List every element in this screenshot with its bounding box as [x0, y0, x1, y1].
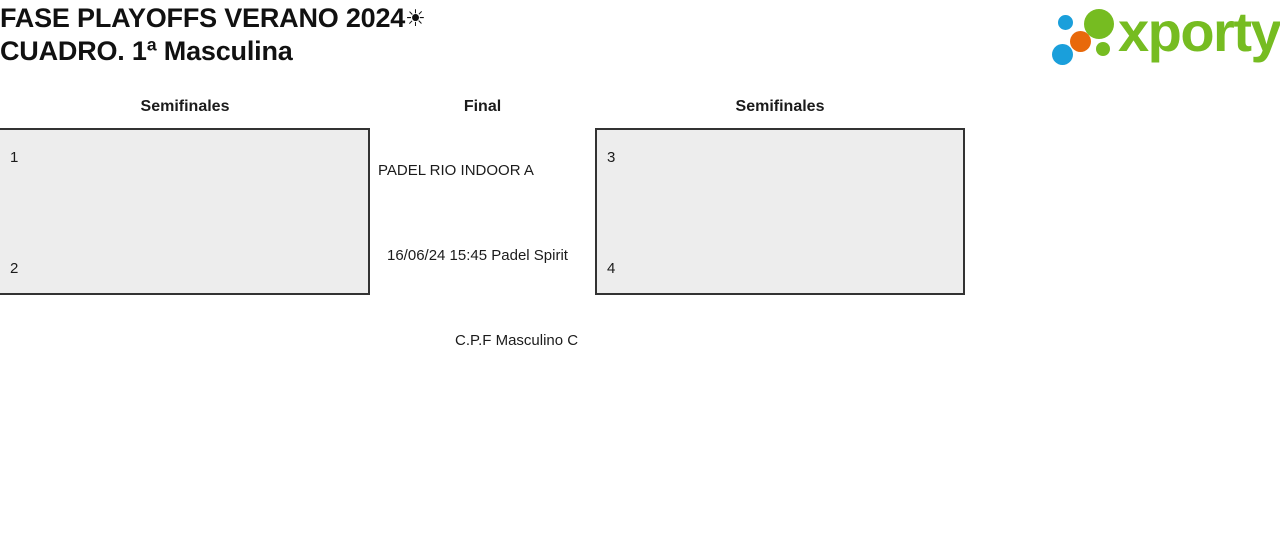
page-title: FASE PLAYOFFS VERANO 2024☀ CUADRO. 1ª Ma…: [0, 2, 820, 68]
round-header-final: Final: [463, 98, 502, 115]
champion-entry[interactable]: C.P.F Masculino C: [455, 332, 579, 349]
logo-dots-icon: [1048, 7, 1122, 67]
logo-dot-green-small: [1096, 42, 1110, 56]
seed-number-2: 2: [10, 260, 19, 277]
seed-number-1: 1: [10, 149, 19, 166]
logo-dot-blue-small: [1058, 15, 1073, 30]
xporty-logo[interactable]: xporty: [1042, 0, 1280, 69]
logo-wordmark: xporty: [1118, 0, 1280, 63]
seed-number-4: 4: [607, 260, 616, 277]
sun-icon: ☀: [405, 5, 426, 31]
logo-dot-orange: [1070, 31, 1091, 52]
round-header-semifinales-left: Semifinales: [140, 98, 230, 115]
page-header: FASE PLAYOFFS VERANO 2024☀ CUADRO. 1ª Ma…: [0, 0, 1280, 90]
title-line-2: CUADRO. 1ª Masculina: [0, 36, 293, 66]
title-line-1: FASE PLAYOFFS VERANO 2024☀: [0, 2, 820, 35]
round-header-semifinales-right: Semifinales: [735, 98, 825, 115]
match-box-semifinal-right[interactable]: 3 4: [595, 128, 965, 295]
final-entry-bottom[interactable]: 16/06/24 15:45 Padel Spirit: [387, 247, 568, 264]
logo-dot-blue-large: [1052, 44, 1073, 65]
tournament-name: FASE PLAYOFFS VERANO 2024: [0, 3, 406, 33]
final-entry-top[interactable]: PADEL RIO INDOOR A: [378, 162, 534, 179]
logo-dot-green-large: [1084, 9, 1114, 39]
seed-number-3: 3: [607, 149, 616, 166]
match-box-semifinal-left[interactable]: 1 2: [0, 128, 370, 295]
